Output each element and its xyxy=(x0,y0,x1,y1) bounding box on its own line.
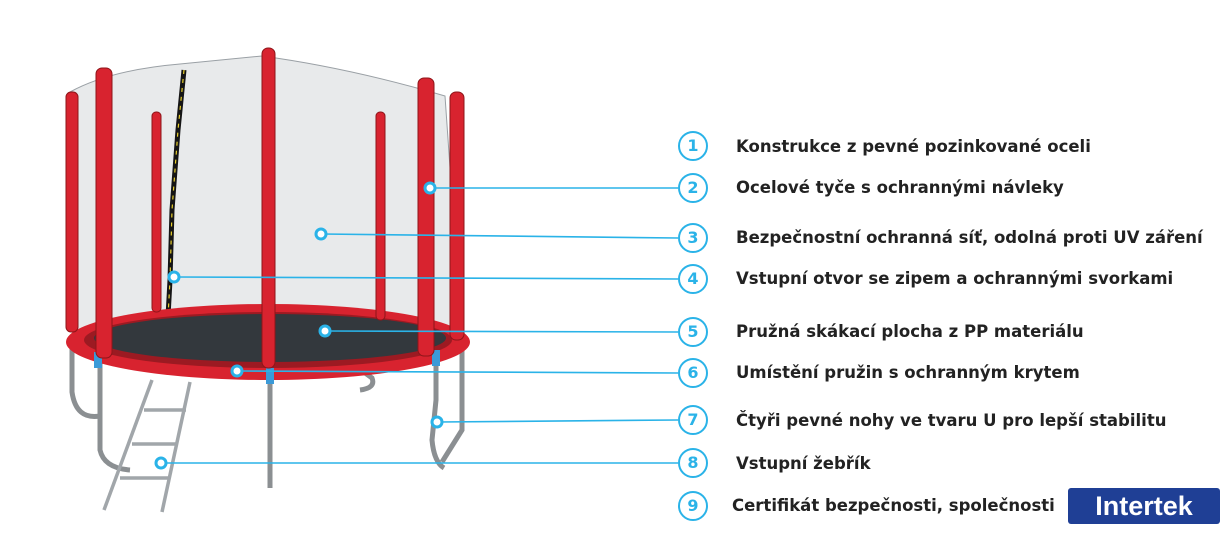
label-3: Bezpečnostní ochranná síť, odolná proti … xyxy=(736,228,1203,247)
label-6: Umístění pružin s ochranným krytem xyxy=(736,363,1080,382)
label-5: Pružná skákací plocha z PP materiálu xyxy=(736,322,1084,341)
marker-6: 6 xyxy=(678,358,708,388)
marker-8: 8 xyxy=(678,448,708,478)
label-4: Vstupní otvor se zipem a ochrannými svor… xyxy=(736,269,1174,288)
leader-lines xyxy=(162,187,679,464)
target-dots xyxy=(154,181,444,470)
intertek-logo: Intertek xyxy=(1068,488,1220,524)
marker-9: 9 xyxy=(678,491,708,521)
label-1: Konstrukce z pevné pozinkované oceli xyxy=(736,137,1091,156)
leg-sockets xyxy=(94,350,440,384)
label-2: Ocelové tyče s ochrannými návleky xyxy=(736,178,1064,197)
ladder xyxy=(102,379,192,513)
marker-4: 4 xyxy=(678,264,708,294)
marker-3: 3 xyxy=(678,223,708,253)
label-7: Čtyři pevné nohy ve tvaru U pro lepší st… xyxy=(736,411,1167,430)
marker-1: 1 xyxy=(678,131,708,161)
padded-poles xyxy=(65,47,465,369)
label-8: Vstupní žebřík xyxy=(736,454,871,473)
label-9: Certifikát bezpečnosti, společnosti xyxy=(732,496,1055,515)
steel-legs xyxy=(69,345,465,488)
marker-7: 7 xyxy=(678,405,708,435)
marker-2: 2 xyxy=(678,173,708,203)
marker-5: 5 xyxy=(678,317,708,347)
